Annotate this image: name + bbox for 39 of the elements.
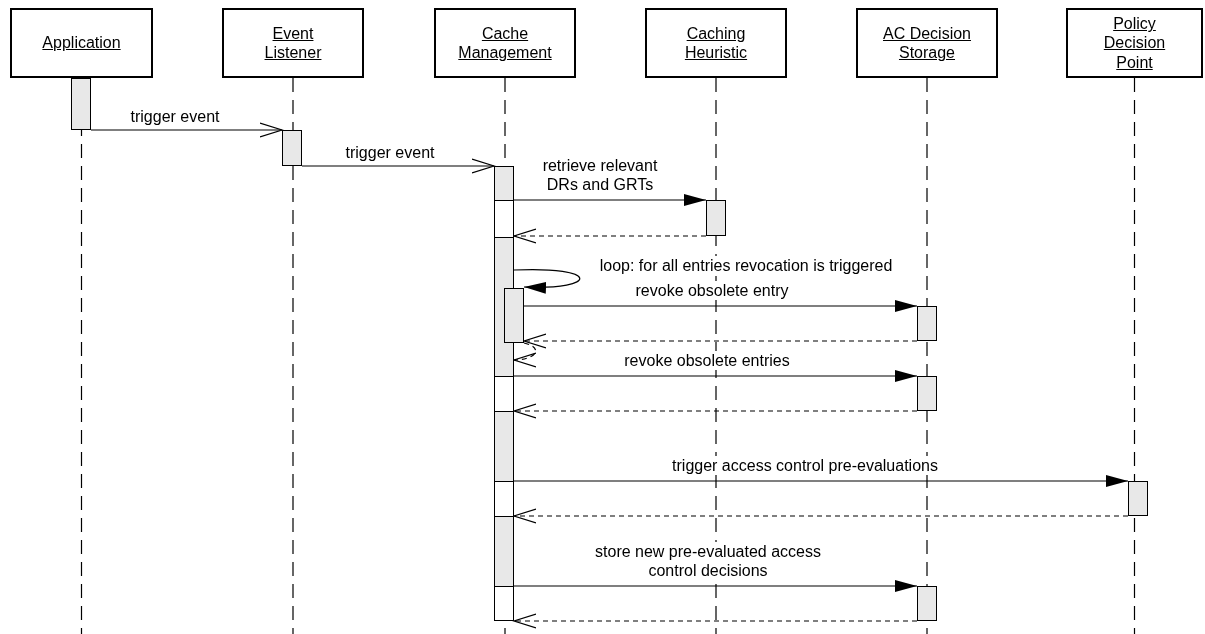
message-label: loop: for all entries revocation is triggered (599, 255, 893, 275)
return-arrow (513, 228, 707, 244)
activation-bar (706, 200, 726, 236)
message-arrow (513, 580, 918, 592)
participant-name: Application (42, 33, 121, 53)
message-label: revoke obsolete entries (624, 350, 790, 370)
message-label: revoke obsolete entry (635, 280, 789, 300)
return-arrow (513, 403, 918, 419)
message-arrow (513, 370, 918, 382)
return-arrow (513, 613, 918, 629)
message-arrow (523, 300, 918, 312)
activation-bar (917, 376, 937, 411)
participant-name: Policy Decision Point (1102, 14, 1167, 72)
message-arrow (90, 122, 283, 138)
return-arrow (523, 333, 918, 349)
participant-box (1066, 8, 1203, 78)
activation-bar (494, 166, 514, 621)
message-arrow (513, 194, 707, 206)
participant-name: Event Listener (263, 23, 323, 63)
activation-bar (917, 586, 937, 621)
return-arrow (513, 508, 1129, 524)
message-arrow (513, 475, 1129, 487)
participant-name: AC Decision Storage (882, 23, 972, 63)
participant-box (856, 8, 998, 78)
participant-name: Caching Heuristic (683, 23, 749, 63)
activation-bar (71, 78, 91, 130)
participant-name: Cache Management (457, 23, 553, 63)
participant-box (10, 8, 153, 78)
activation-bar (504, 288, 524, 343)
activation-bar (917, 306, 937, 341)
participant-box (645, 8, 787, 78)
participant-box (222, 8, 364, 78)
activation-bar (1128, 481, 1148, 516)
message-arrow (513, 268, 581, 294)
participant-box (434, 8, 576, 78)
message-arrow (301, 158, 495, 174)
message-label: trigger access control pre-evaluations (672, 455, 938, 475)
activation-bar (282, 130, 302, 166)
return-arrow (513, 342, 537, 367)
